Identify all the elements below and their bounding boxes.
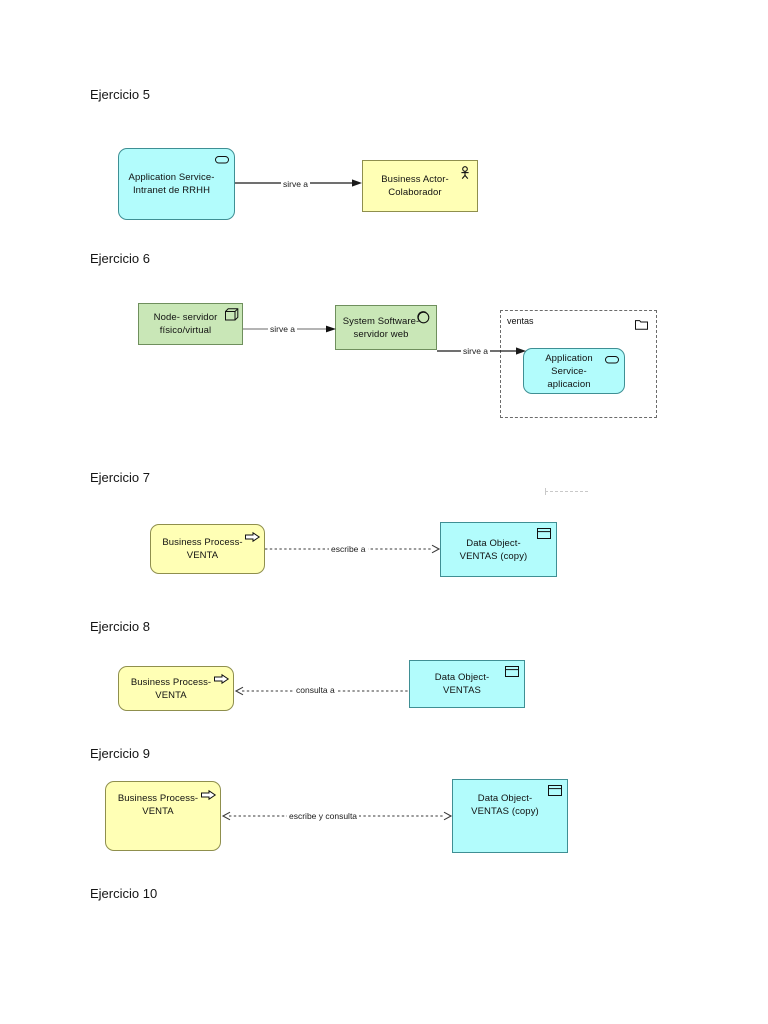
node-label: Business Process- VENTA <box>117 793 199 817</box>
node-label: Business Process- VENTA <box>162 537 243 561</box>
box-3d-icon <box>225 308 239 321</box>
connector-label-sirve-a: sirve a <box>281 179 311 190</box>
node-data-object-ventas-copy-e7[interactable]: Data Object- VENTAS (copy) <box>440 522 557 577</box>
node-label: Application Service- aplicacion <box>545 352 593 390</box>
node-business-process-venta-e9[interactable]: Business Process- VENTA <box>105 781 221 851</box>
section-heading-ejercicio-8: Ejercicio 8 <box>90 619 150 634</box>
dashed-fragment-tick <box>545 488 546 495</box>
grouping-ventas[interactable]: ventas <box>500 310 657 418</box>
node-label: System Software- servidor web <box>342 315 420 340</box>
node-label: Data Object- VENTAS <box>434 672 490 696</box>
node-label: Data Object- VENTAS (copy) <box>459 537 528 562</box>
node-system-software-servidor-web[interactable]: System Software- servidor web <box>335 305 437 350</box>
folder-icon <box>635 317 648 330</box>
section-heading-ejercicio-9: Ejercicio 9 <box>90 746 150 761</box>
section-heading-ejercicio-6: Ejercicio 6 <box>90 251 150 266</box>
node-business-actor-colaborador[interactable]: Business Actor- Colaborador <box>362 160 478 212</box>
dashed-fragment <box>545 491 588 492</box>
node-label: Application Service- Intranet de RRHH <box>128 172 215 196</box>
node-data-object-ventas-e8[interactable]: Data Object- VENTAS <box>409 660 525 708</box>
connector-label-consulta-a: consulta a <box>294 685 337 696</box>
node-label: Business Process- VENTA <box>130 676 212 701</box>
node-data-object-ventas-copy-e9[interactable]: Data Object- VENTAS (copy) <box>452 779 568 853</box>
section-heading-ejercicio-10: Ejercicio 10 <box>90 886 158 901</box>
connector-label-sirve-a: sirve a <box>268 324 298 335</box>
node-application-service-intranet-rrhh[interactable]: Application Service- Intranet de RRHH <box>118 148 235 220</box>
connector-label-escribe-a: escribe a <box>329 544 368 555</box>
connector-label-sirve-a: sirve a <box>461 346 491 357</box>
section-heading-ejercicio-5: Ejercicio 5 <box>90 87 150 102</box>
node-application-service-aplicacion[interactable]: Application Service- aplicacion <box>523 348 625 394</box>
grouping-label: ventas <box>507 316 534 326</box>
connector-label-escribe-y-consulta: escribe y consulta <box>287 811 360 822</box>
section-heading-ejercicio-7: Ejercicio 7 <box>90 470 150 485</box>
node-label: Node- servidor físico/virtual <box>153 312 218 336</box>
node-label: Business Actor- Colaborador <box>381 174 449 198</box>
node-business-process-venta-e8[interactable]: Business Process- VENTA <box>118 666 234 711</box>
node-node-servidor-fisico-virtual[interactable]: Node- servidor físico/virtual <box>138 303 243 345</box>
node-label: Data Object- VENTAS (copy) <box>471 793 539 817</box>
rounded-rectangle-icon <box>215 154 229 166</box>
node-business-process-venta-e7[interactable]: Business Process- VENTA <box>150 524 265 574</box>
